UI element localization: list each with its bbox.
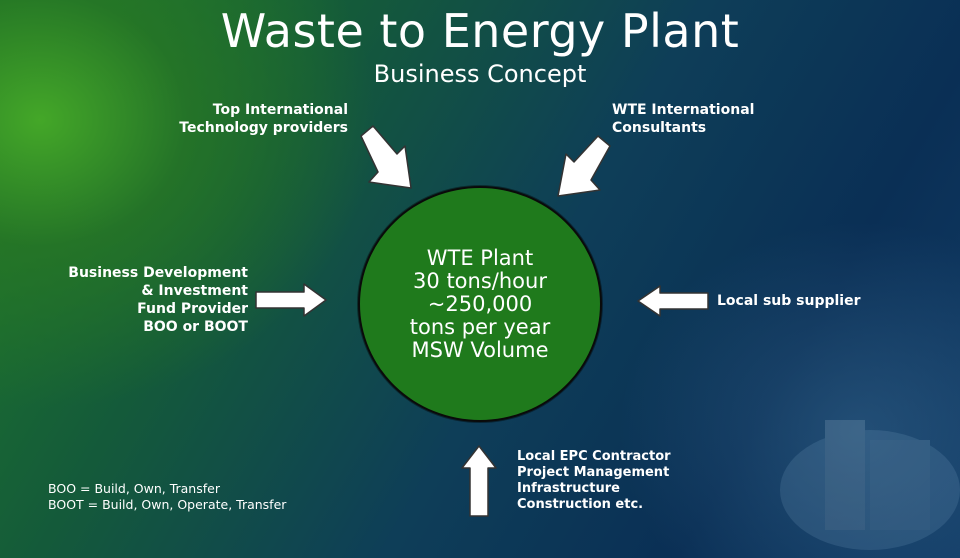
label-line: Project Management bbox=[517, 465, 670, 480]
input-label-sub-supplier: Local sub supplier bbox=[717, 292, 861, 310]
circle-line: tons per year bbox=[409, 314, 551, 339]
footnote-boot: BOOT = Build, Own, Operate, Transfer bbox=[48, 497, 287, 512]
label-line: BOO or BOOT bbox=[143, 319, 248, 335]
label-line: Local sub supplier bbox=[717, 293, 861, 309]
input-label-fund-provider: Business Development & Investment Fund P… bbox=[40, 264, 248, 336]
background-decoration bbox=[780, 420, 960, 550]
circle-line: MSW Volume bbox=[411, 337, 549, 362]
label-line: Construction etc. bbox=[517, 497, 644, 512]
input-label-technology-providers: Top International Technology providers bbox=[150, 101, 348, 137]
label-line: Local EPC Contractor bbox=[517, 449, 671, 464]
label-line: Technology providers bbox=[179, 120, 348, 136]
label-line: WTE International bbox=[612, 102, 755, 118]
arrow-top-right bbox=[557, 135, 611, 197]
label-line: Business Development bbox=[68, 265, 248, 281]
circle-line: WTE Plant bbox=[426, 245, 534, 270]
footnote: BOO = Build, Own, Transfer BOOT = Build,… bbox=[48, 481, 286, 513]
footnote-boo: BOO = Build, Own, Transfer bbox=[48, 481, 220, 496]
page-title: Waste to Energy Plant bbox=[220, 4, 740, 58]
arrow-right bbox=[637, 285, 709, 317]
label-line: & Investment bbox=[141, 283, 248, 299]
wte-plant-circle: WTE Plant 30 tons/hour ~250,000 tons per… bbox=[358, 186, 602, 422]
label-line: Top International bbox=[212, 102, 348, 118]
label-line: Infrastructure bbox=[517, 481, 620, 496]
input-label-consultants: WTE International Consultants bbox=[612, 101, 754, 137]
circle-line: ~250,000 bbox=[427, 291, 533, 316]
page-subtitle: Business Concept bbox=[373, 60, 587, 88]
circle-line: 30 tons/hour bbox=[413, 268, 547, 293]
arrow-top-left bbox=[360, 125, 412, 189]
label-line: Consultants bbox=[612, 120, 707, 136]
arrow-bottom bbox=[461, 445, 497, 517]
arrow-left bbox=[255, 283, 327, 317]
input-label-epc-contractor: Local EPC Contractor Project Management … bbox=[517, 449, 671, 513]
label-line: Fund Provider bbox=[137, 301, 248, 317]
